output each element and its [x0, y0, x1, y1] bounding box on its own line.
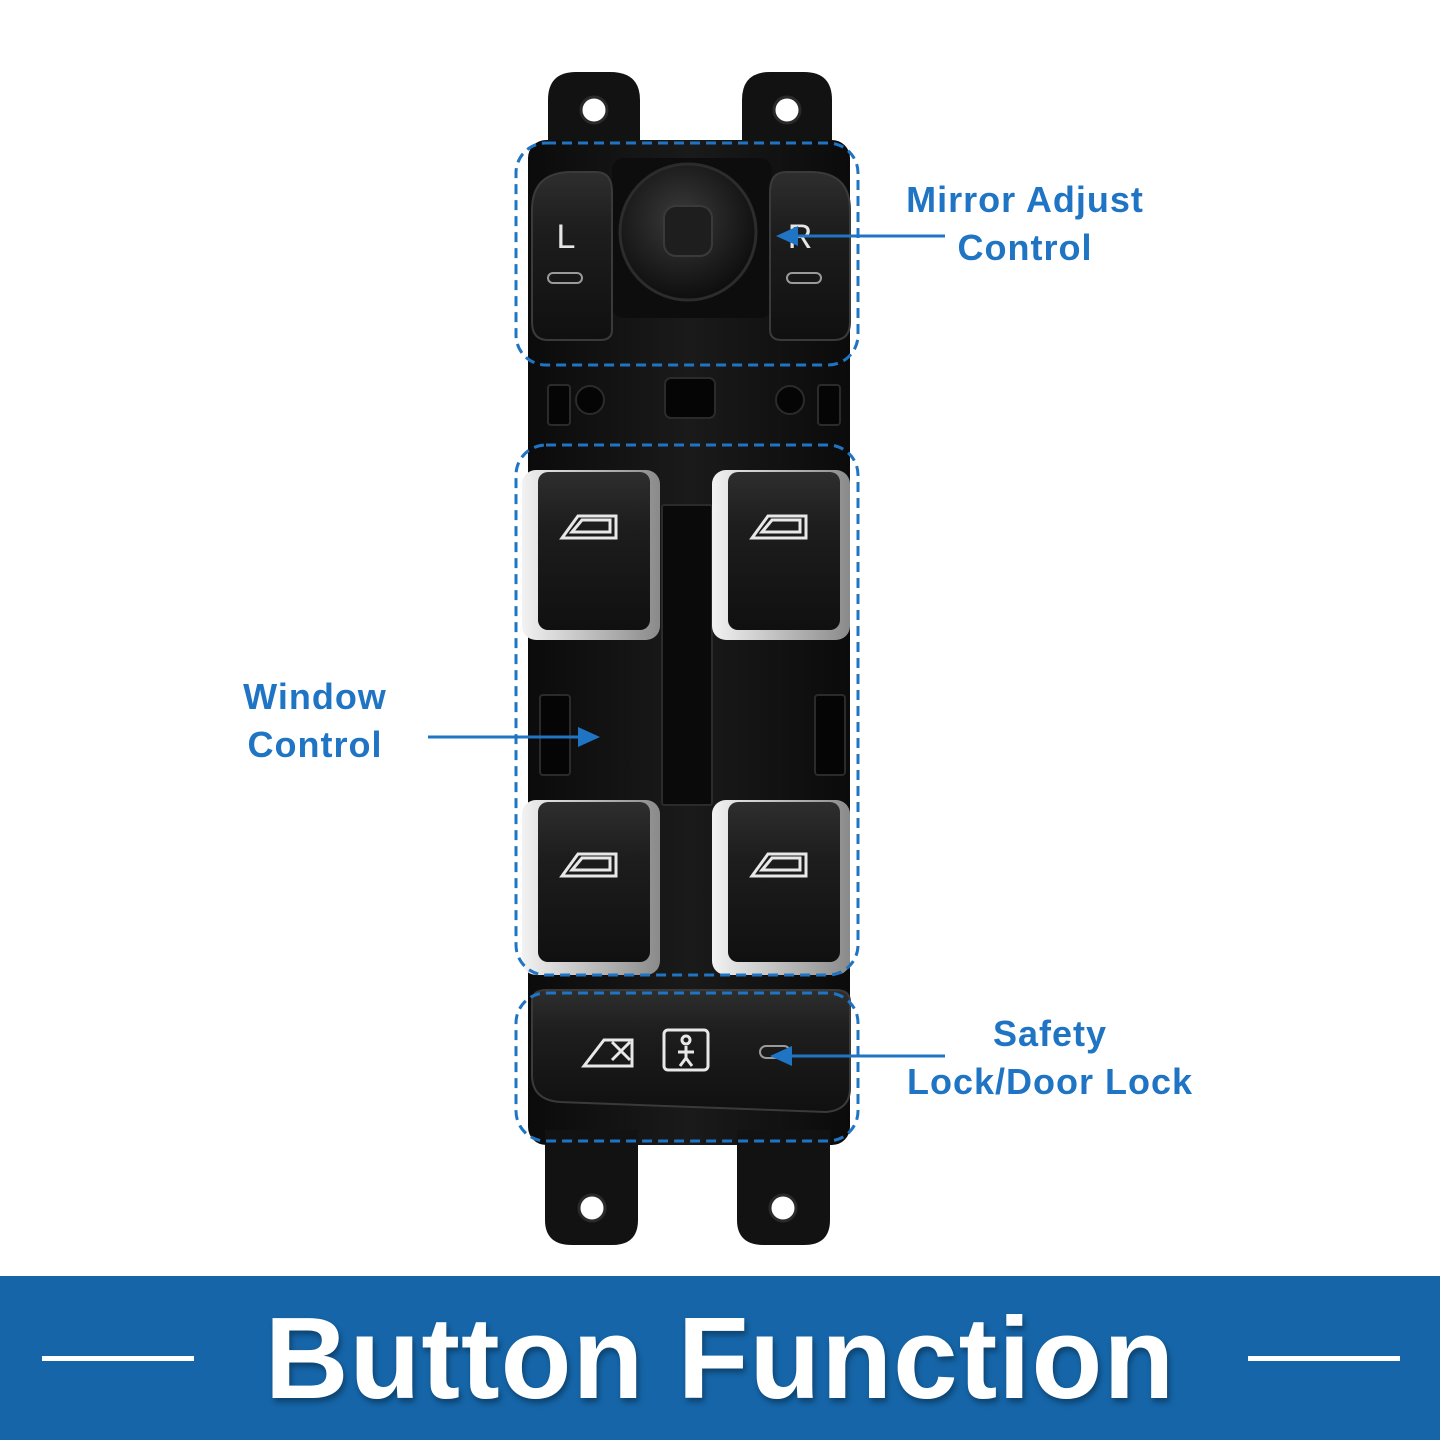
safety-callout-line2: Lock/Door Lock	[906, 1061, 1194, 1102]
mirror-joystick-icon[interactable]	[618, 162, 758, 302]
window-switch-front-left[interactable]	[522, 470, 660, 640]
mirror-adjust-callout: Mirror Adjust Control	[870, 176, 1180, 272]
body-details	[539, 377, 846, 806]
window-icon	[559, 852, 618, 878]
window-callout-line2: Control	[247, 724, 383, 765]
mirror-callout-line2: Control	[957, 227, 1093, 268]
window-callout-line1: Window	[243, 676, 387, 717]
window-icon	[749, 514, 808, 540]
mirror-right-button[interactable]: R	[769, 171, 851, 341]
mounting-tabs-bottom	[545, 1130, 830, 1245]
window-icon	[559, 514, 618, 540]
callout-arrows	[428, 226, 945, 1066]
window-switch-rear-right[interactable]	[712, 800, 850, 975]
led-indicator-icon	[786, 272, 822, 284]
mirror-left-button[interactable]: L	[531, 171, 613, 341]
window-region-outline	[514, 443, 860, 977]
window-switch-rear-left[interactable]	[522, 800, 660, 975]
mirror-region-outline	[514, 141, 860, 367]
window-lock-icon[interactable]	[580, 1038, 634, 1068]
window-switch-panel: L R	[428, 72, 945, 1245]
mounting-tabs-top	[548, 72, 832, 150]
led-indicator-icon	[547, 272, 583, 284]
safety-region-outline	[514, 991, 860, 1143]
banner-title: Button Function	[264, 1293, 1176, 1423]
child-lock-icon[interactable]	[662, 1028, 710, 1072]
window-switch-front-right[interactable]	[712, 470, 850, 640]
title-banner: Button Function	[0, 1276, 1440, 1440]
mirror-left-label: L	[557, 218, 576, 256]
mirror-callout-line1: Mirror Adjust	[906, 179, 1144, 220]
highlight-regions	[514, 141, 860, 1143]
banner-rule-left	[42, 1356, 194, 1361]
banner-rule-right	[1248, 1356, 1400, 1361]
window-control-callout: Window Control	[200, 673, 430, 769]
safety-callout-line1: Safety	[992, 1013, 1108, 1054]
safety-lock-callout: Safety Lock/Door Lock	[880, 1010, 1220, 1106]
window-icon	[749, 852, 808, 878]
